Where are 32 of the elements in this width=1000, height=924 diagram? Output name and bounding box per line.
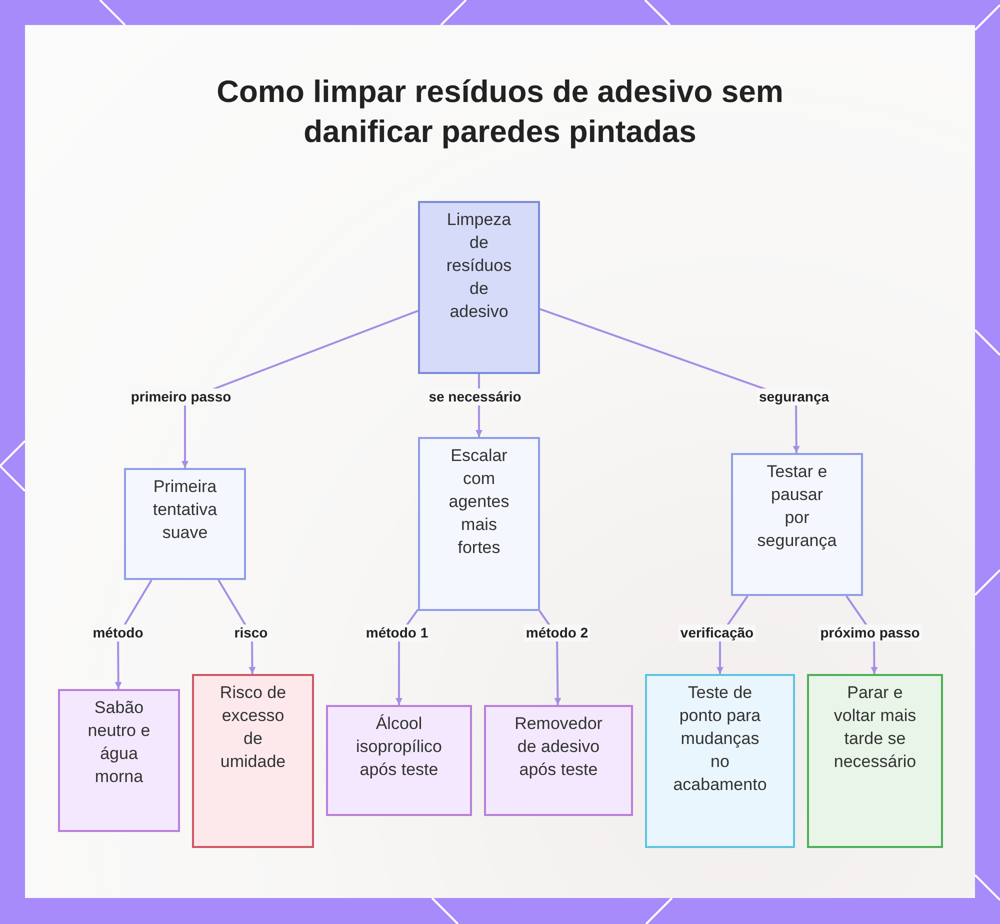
edge-label: método 1 (364, 624, 430, 642)
edge-label: primeiro passo (128, 388, 234, 406)
edge-label: segurança (756, 388, 832, 406)
edge-label: risco (232, 624, 270, 642)
node-text: Testar e pausar por segurança (757, 461, 837, 552)
process-box (645, 674, 795, 848)
process-box (731, 453, 863, 596)
process-box (484, 705, 633, 816)
process-box (418, 201, 540, 374)
node-text: Primeira tentativa suave (152, 476, 218, 544)
node-text: Risco de excesso de umidade (218, 682, 288, 773)
node-text: Álcool isopropílico após teste (355, 713, 443, 781)
process-box (326, 705, 472, 816)
edge-label: verificação (678, 624, 756, 642)
node-text: Parar e voltar mais tarde se necessário (833, 682, 917, 773)
process-box (192, 674, 314, 848)
node-text: Escalar com agentes mais fortes (448, 445, 510, 559)
process-box (807, 674, 943, 848)
node-text: Removedor de adesivo após teste (514, 713, 604, 781)
process-box (418, 437, 540, 611)
node-text: Limpeza de resíduos de adesivo (445, 209, 513, 323)
edge-label: próximo passo (818, 624, 922, 642)
process-box (58, 689, 180, 832)
process-box (124, 468, 246, 580)
edge-label: se necessário (426, 388, 524, 406)
connector-arrow (182, 310, 418, 468)
node-text: Teste de ponto para mudanças no acabamento (672, 682, 768, 796)
node-text: Sabão neutro e água morna (86, 697, 152, 788)
edge-label: método 2 (524, 624, 590, 642)
edge-label: método (90, 624, 146, 642)
diagram-title: Como limpar resíduos de adesivo sem danificar paredes pintadas (216, 73, 784, 151)
connector-arrow (540, 308, 800, 453)
